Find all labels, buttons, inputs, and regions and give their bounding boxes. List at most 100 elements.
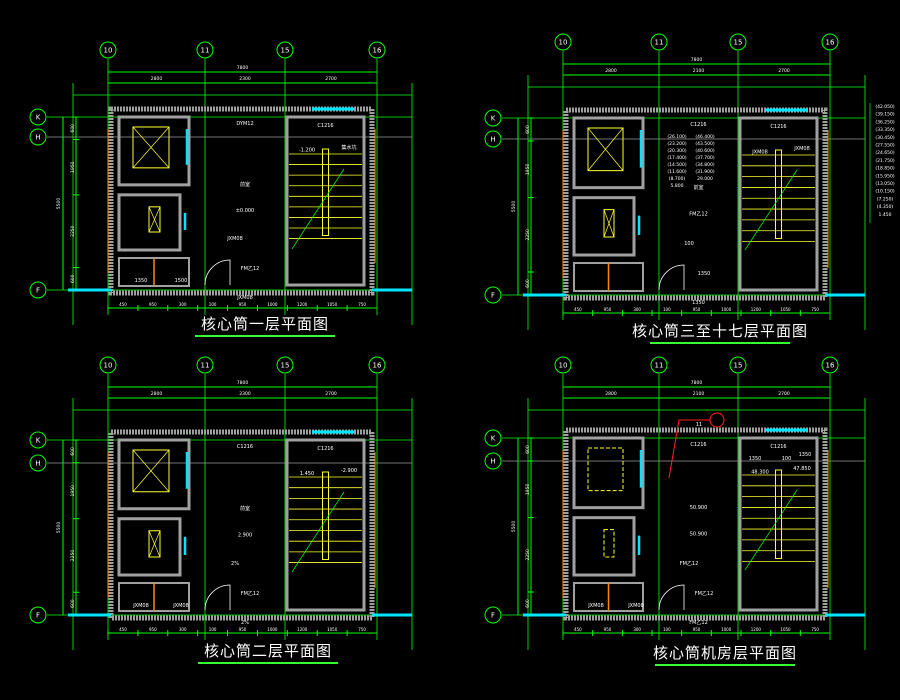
- elevation-value: (13.050): [875, 181, 895, 187]
- dimension-segment: 300: [633, 627, 641, 632]
- elevation-value: (24.650): [875, 150, 895, 156]
- elevation-value: (36.250): [875, 119, 895, 125]
- dimension-segment: 450: [119, 627, 127, 632]
- plan-label: 前室: [240, 181, 250, 188]
- elevation-value: (23.200): [667, 141, 687, 147]
- dimension-segment: 600: [525, 445, 531, 454]
- plan-label: C1216: [237, 444, 253, 450]
- elevation-value: (43.500): [695, 141, 715, 147]
- elevation-value: (17.400): [667, 155, 687, 161]
- stair-direction-line: [291, 491, 345, 573]
- plan-label: FM乙12: [689, 210, 708, 217]
- axis-bubble: [484, 606, 502, 624]
- axis-label: 15: [734, 362, 743, 370]
- stair-wall: [285, 438, 366, 612]
- plan-label: 1350: [799, 452, 812, 458]
- dimension-segment: 1000: [721, 627, 732, 632]
- axis-bubble: [196, 41, 214, 59]
- axis-label: F: [36, 612, 40, 620]
- axis-label: 16: [373, 47, 382, 55]
- dimension-segment: 750: [358, 627, 366, 632]
- dimension-segment: 600: [70, 447, 76, 456]
- plan-label: FM乙12: [680, 560, 699, 567]
- dimension-segment: 1050: [327, 627, 338, 632]
- elevation-value: (42.050): [875, 104, 895, 110]
- elevation-value: (21.750): [875, 158, 895, 164]
- door-swing: [204, 584, 231, 611]
- axis-bubble: [484, 130, 502, 148]
- dimension-segment: 100: [663, 307, 671, 312]
- axis-label: 11: [201, 362, 210, 370]
- dimension-segment: 300: [179, 302, 187, 307]
- axis-label: 16: [826, 39, 835, 47]
- title-underline: [650, 342, 790, 344]
- plan-label: 2.900: [238, 532, 252, 538]
- elevation-value: (4.350): [877, 204, 894, 210]
- elevator-shaft-wall: [117, 115, 191, 187]
- plan-label: 47.850: [793, 466, 811, 472]
- dimension-segment: 2800: [151, 391, 163, 397]
- plan-label: JXM08: [587, 603, 604, 609]
- dimension-segment: 1200: [751, 307, 762, 312]
- axis-bubble: [29, 281, 47, 299]
- dimension-segment: 100: [663, 627, 671, 632]
- elevator-car: [587, 447, 624, 492]
- dimension-segment: 600: [525, 599, 531, 608]
- dimension-segment: 1950: [70, 161, 76, 173]
- axis-label: 10: [104, 47, 113, 55]
- axis-label: F: [491, 612, 495, 620]
- dimension-segment: 1000: [267, 627, 278, 632]
- dimension-segment: 2250: [70, 550, 76, 562]
- plan-title: 核心筒二层平面图: [203, 642, 333, 660]
- dimension-total: 5500: [511, 521, 517, 533]
- stair-handrail: [775, 149, 782, 239]
- plan-label: DYM12: [236, 121, 253, 127]
- axis-bubble: [29, 128, 47, 146]
- axis-bubble: [821, 356, 839, 374]
- dimension-segment: 950: [693, 627, 701, 632]
- dimension-segment: 750: [358, 302, 366, 307]
- dimension-segment: 950: [149, 627, 157, 632]
- plan-label: FM乙12: [241, 265, 260, 272]
- axis-label: 15: [281, 47, 290, 55]
- stair-wall: [738, 436, 819, 612]
- dimension-segment: 2300: [239, 391, 251, 397]
- plan-label: 50.900: [690, 531, 708, 537]
- elevation-value: (39.150): [875, 112, 895, 118]
- dimension-segment: 1950: [70, 485, 76, 497]
- dimension-segment: 1200: [751, 627, 762, 632]
- axis-label: 11: [655, 39, 664, 47]
- dimension-segment: 300: [179, 627, 187, 632]
- axis-bubble: [368, 356, 386, 374]
- dimension-segment: 100: [209, 302, 217, 307]
- elevation-value: (31.900): [695, 169, 715, 175]
- axis-label: F: [36, 287, 40, 295]
- elevator-cross: [148, 206, 161, 233]
- elevator-car: [132, 126, 170, 169]
- plan-label: C1216: [690, 122, 706, 128]
- plan-label: C1216: [317, 446, 333, 452]
- plan-label: 1350: [135, 278, 148, 284]
- plan-label: FM乙12: [695, 590, 714, 597]
- elevation-value: (20.300): [667, 148, 687, 154]
- axis-label: 10: [559, 39, 568, 47]
- axis-label: F: [491, 292, 495, 300]
- elevation-value: (34.800): [695, 162, 715, 168]
- door-swing: [658, 584, 685, 611]
- plan-label: JXM08: [226, 236, 243, 242]
- axis-bubble: [484, 286, 502, 304]
- dimension-segment: 2700: [778, 391, 790, 397]
- core-wall: [563, 427, 828, 621]
- elevator-shaft-wall: [117, 438, 191, 511]
- axis-bubble: [729, 356, 747, 374]
- plan-title: 核心筒三至十七层平面图: [631, 322, 809, 340]
- elevator-cross: [148, 530, 161, 558]
- plan-label: JXM08: [793, 146, 810, 152]
- dimension-segment: 2800: [605, 391, 617, 397]
- plan-label: C1216: [770, 124, 786, 130]
- axis-label: H: [35, 134, 40, 142]
- dimension-segment: 2100: [693, 68, 705, 74]
- plan-label: 2%: [241, 620, 249, 626]
- axis-label: 11: [655, 362, 664, 370]
